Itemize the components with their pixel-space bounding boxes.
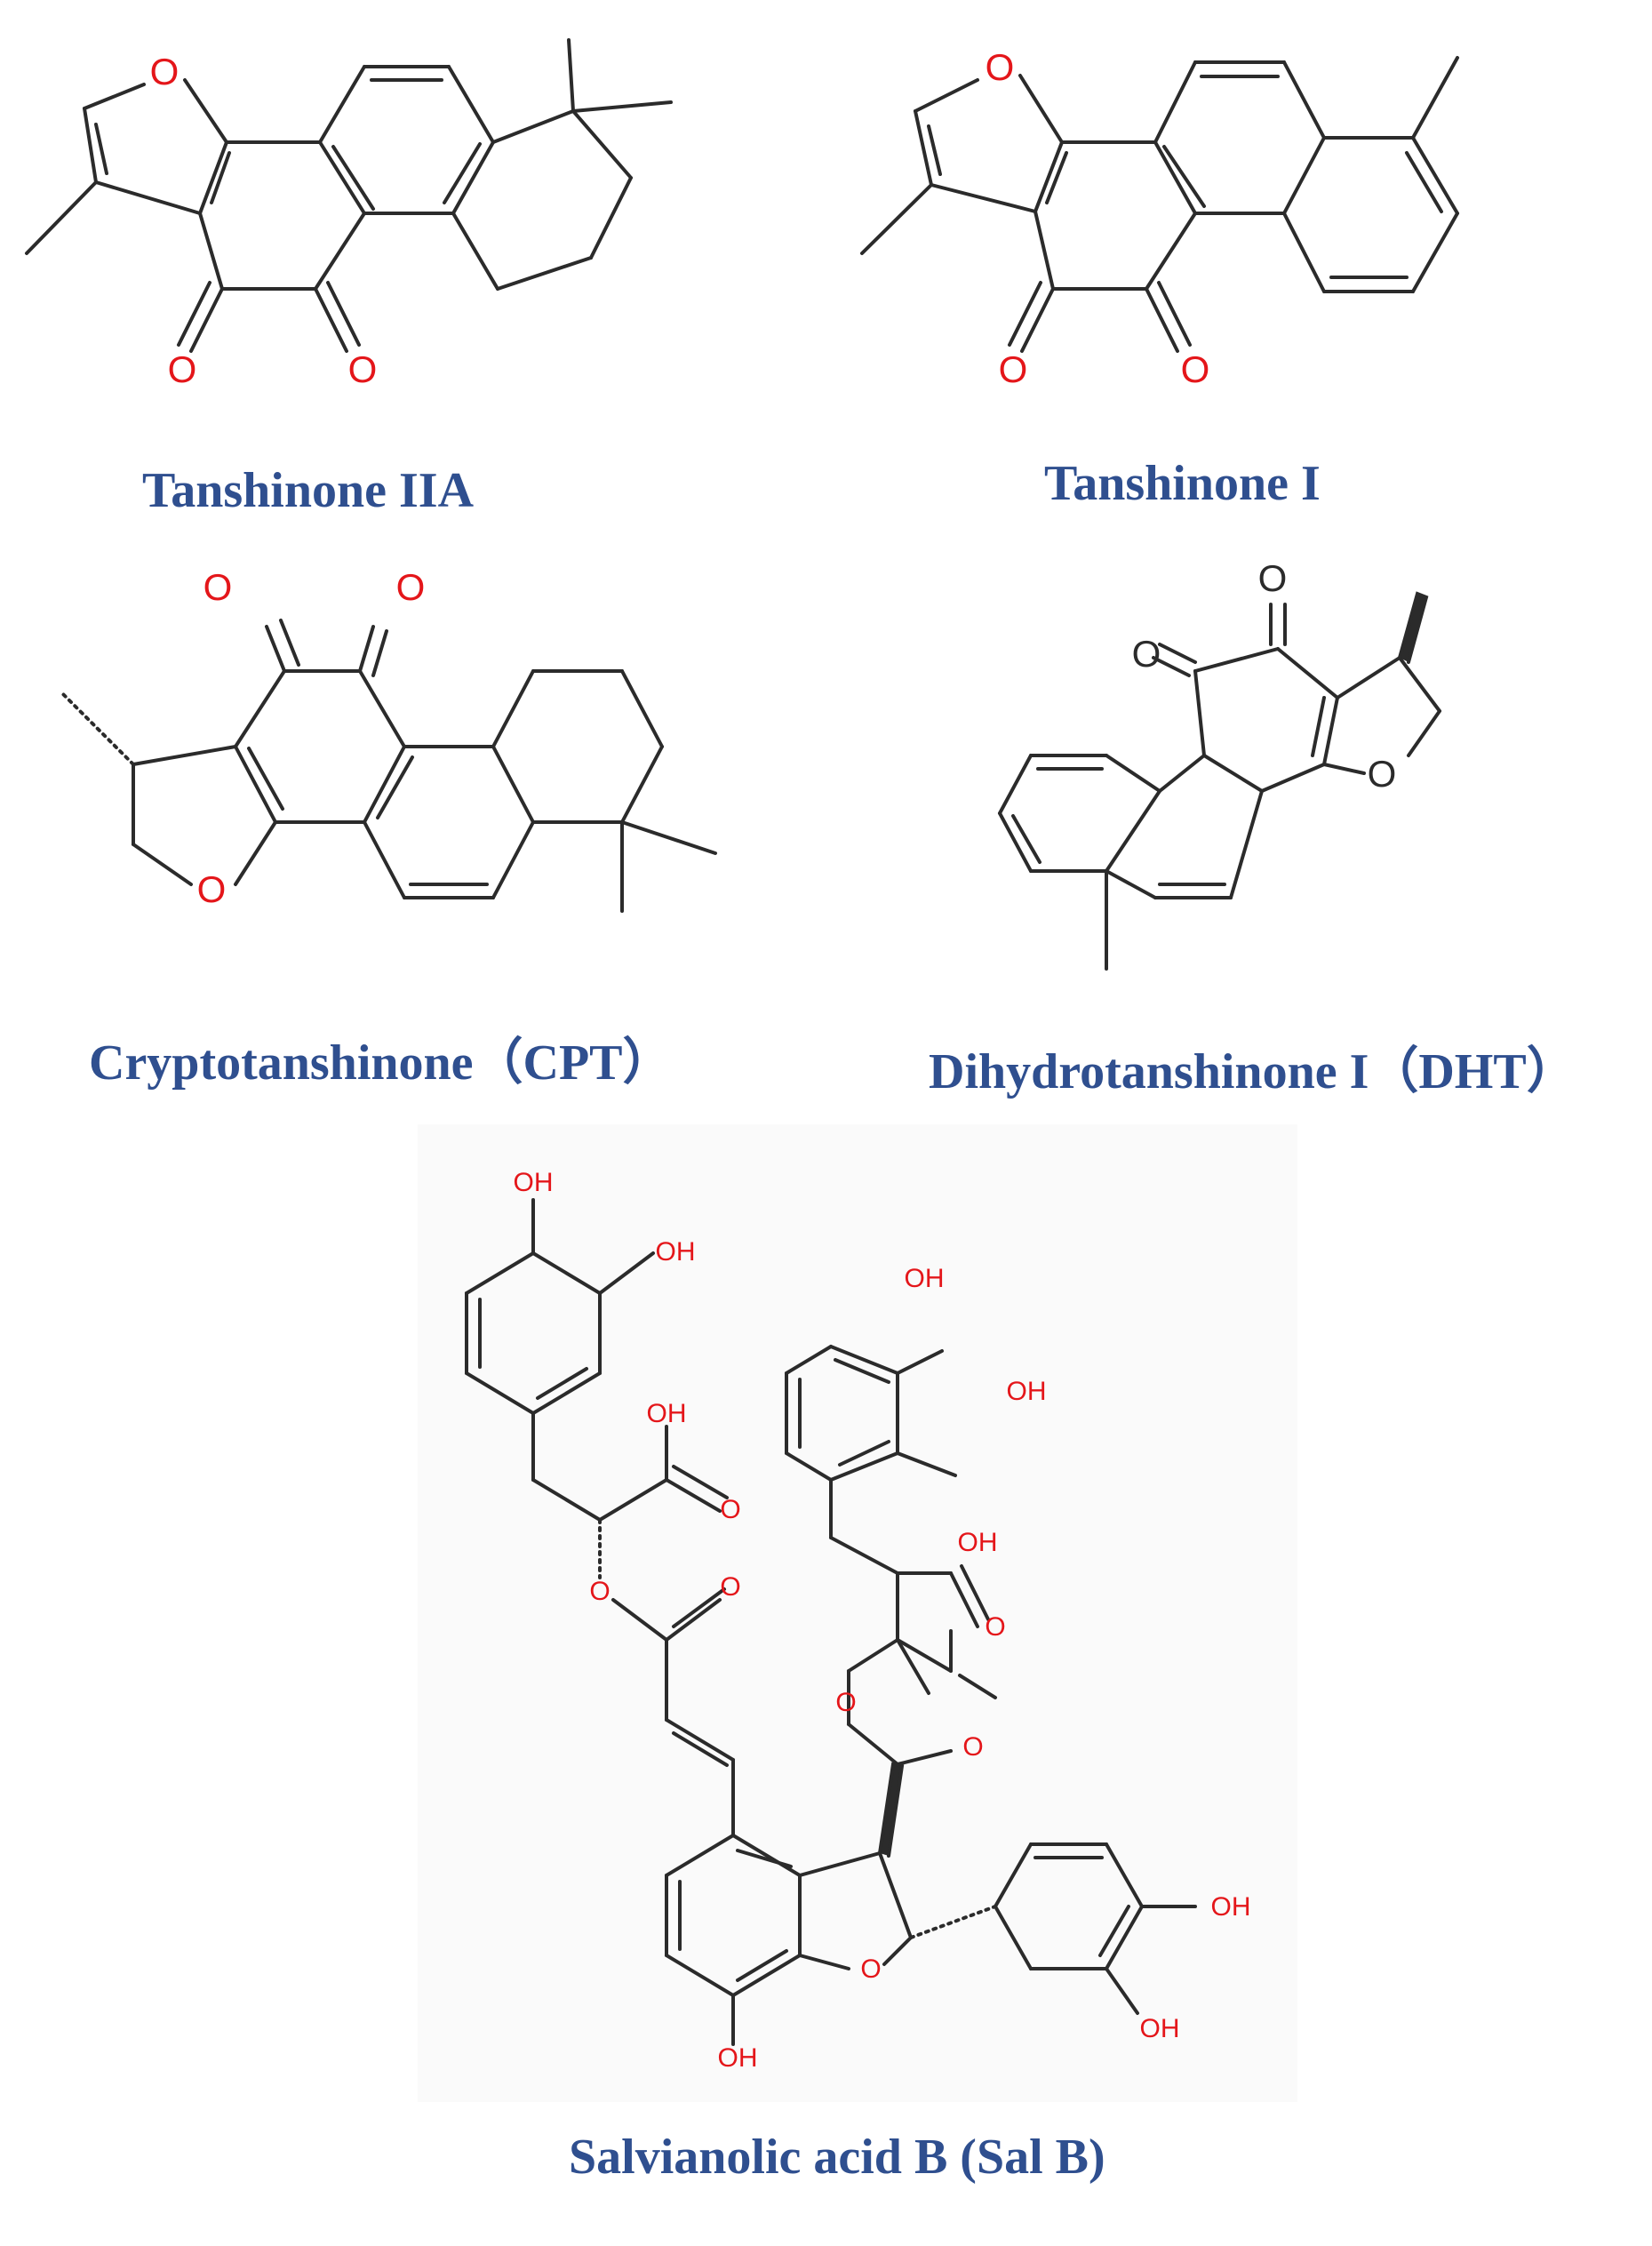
svg-text:O: O bbox=[962, 1732, 983, 1762]
svg-text:OH: OH bbox=[1007, 1377, 1047, 1406]
svg-text:OH: OH bbox=[656, 1237, 696, 1267]
svg-text:OH: OH bbox=[905, 1264, 945, 1293]
svg-text:O: O bbox=[150, 51, 180, 92]
svg-text:O: O bbox=[835, 1688, 856, 1717]
svg-text:O: O bbox=[1132, 633, 1161, 675]
svg-text:O: O bbox=[348, 348, 378, 390]
svg-text:OH: OH bbox=[718, 2043, 758, 2073]
svg-text:O: O bbox=[1368, 753, 1397, 795]
svg-text:O: O bbox=[999, 348, 1028, 390]
svg-text:O: O bbox=[396, 566, 426, 608]
caption-dihydrotanshinone-i: Dihydrotanshinone I（DHT） bbox=[929, 1044, 1576, 1099]
svg-text:OH: OH bbox=[514, 1168, 554, 1197]
svg-text:O: O bbox=[1181, 348, 1210, 390]
svg-text:O: O bbox=[720, 1495, 740, 1524]
svg-text:O: O bbox=[168, 348, 197, 390]
tanshinone-i-structure: O O O bbox=[860, 46, 1459, 390]
caption-tanshinone-iia: Tanshinone IIA bbox=[142, 463, 475, 518]
dihydrotanshinone-i-structure: O O O bbox=[998, 557, 1441, 971]
sal-b-structure-panel bbox=[418, 1124, 1297, 2102]
svg-text:O: O bbox=[197, 868, 227, 910]
caption-tanshinone-i: Tanshinone I bbox=[1044, 456, 1321, 511]
svg-text:O: O bbox=[720, 1572, 740, 1602]
svg-text:O: O bbox=[1258, 557, 1288, 599]
svg-text:O: O bbox=[860, 1954, 881, 1984]
salvianolic-acid-b-structure: OH OH OH O O O OH OH OH O O O O OH OH OH bbox=[465, 1168, 1251, 2073]
caption-salvianolic-acid-b: Salvianolic acid B (Sal B) bbox=[569, 2130, 1105, 2185]
svg-text:O: O bbox=[589, 1577, 610, 1606]
svg-text:OH: OH bbox=[647, 1399, 687, 1428]
svg-text:O: O bbox=[986, 46, 1015, 88]
tanshinone-iia-structure: O O O bbox=[25, 38, 673, 390]
svg-text:O: O bbox=[204, 566, 233, 608]
svg-text:O: O bbox=[985, 1612, 1005, 1642]
svg-text:OH: OH bbox=[1140, 2014, 1180, 2043]
cryptotanshinone-structure: O O O bbox=[60, 566, 717, 913]
svg-text:OH: OH bbox=[1211, 1892, 1251, 1922]
svg-text:OH: OH bbox=[958, 1528, 998, 1557]
caption-cryptotanshinone: Cryptotanshinone（CPT） bbox=[89, 1035, 673, 1091]
